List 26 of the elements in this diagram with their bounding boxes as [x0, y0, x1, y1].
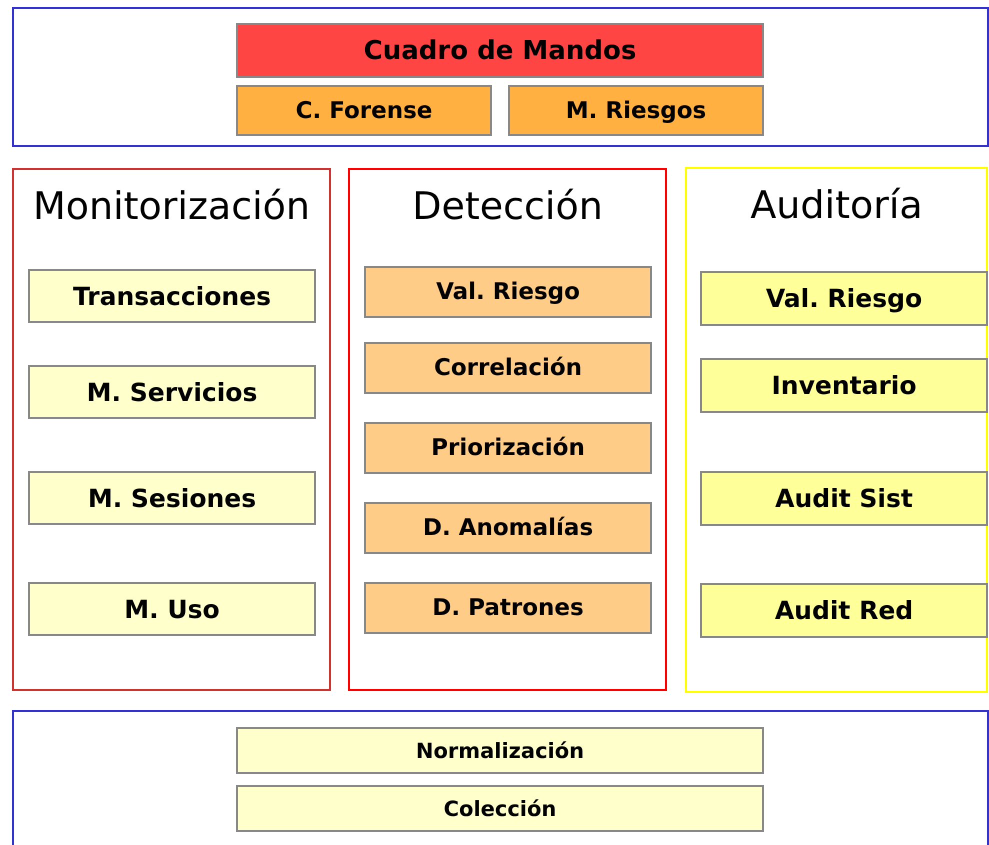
group-panel: [12, 168, 331, 691]
module-box: Audit Red: [700, 583, 988, 638]
module-box: M. Sesiones: [28, 471, 316, 525]
panel-title: Auditoría: [749, 183, 924, 227]
module-box: Val. Riesgo: [364, 266, 652, 318]
band-panel: [12, 7, 989, 147]
module-box: Colección: [236, 785, 764, 832]
module-box: M. Riesgos: [508, 85, 764, 136]
module-box: Normalización: [236, 727, 764, 774]
group-panel: [348, 168, 667, 691]
module-box: Priorización: [364, 422, 652, 474]
module-box: Transacciones: [28, 269, 316, 323]
module-box: D. Anomalías: [364, 502, 652, 554]
module-box: D. Patrones: [364, 582, 652, 634]
panel-title: Monitorización: [32, 184, 312, 228]
module-box: Inventario: [700, 358, 988, 413]
group-panel: [685, 167, 988, 693]
module-box: Correlación: [364, 342, 652, 394]
module-box: M. Uso: [28, 582, 316, 636]
module-box: Cuadro de Mandos: [236, 23, 764, 78]
module-box: Audit Sist: [700, 471, 988, 526]
panel-title: Detección: [411, 184, 604, 228]
module-box: M. Servicios: [28, 365, 316, 419]
module-box: C. Forense: [236, 85, 492, 136]
band-panel: [12, 710, 989, 845]
module-box: Val. Riesgo: [700, 271, 988, 326]
